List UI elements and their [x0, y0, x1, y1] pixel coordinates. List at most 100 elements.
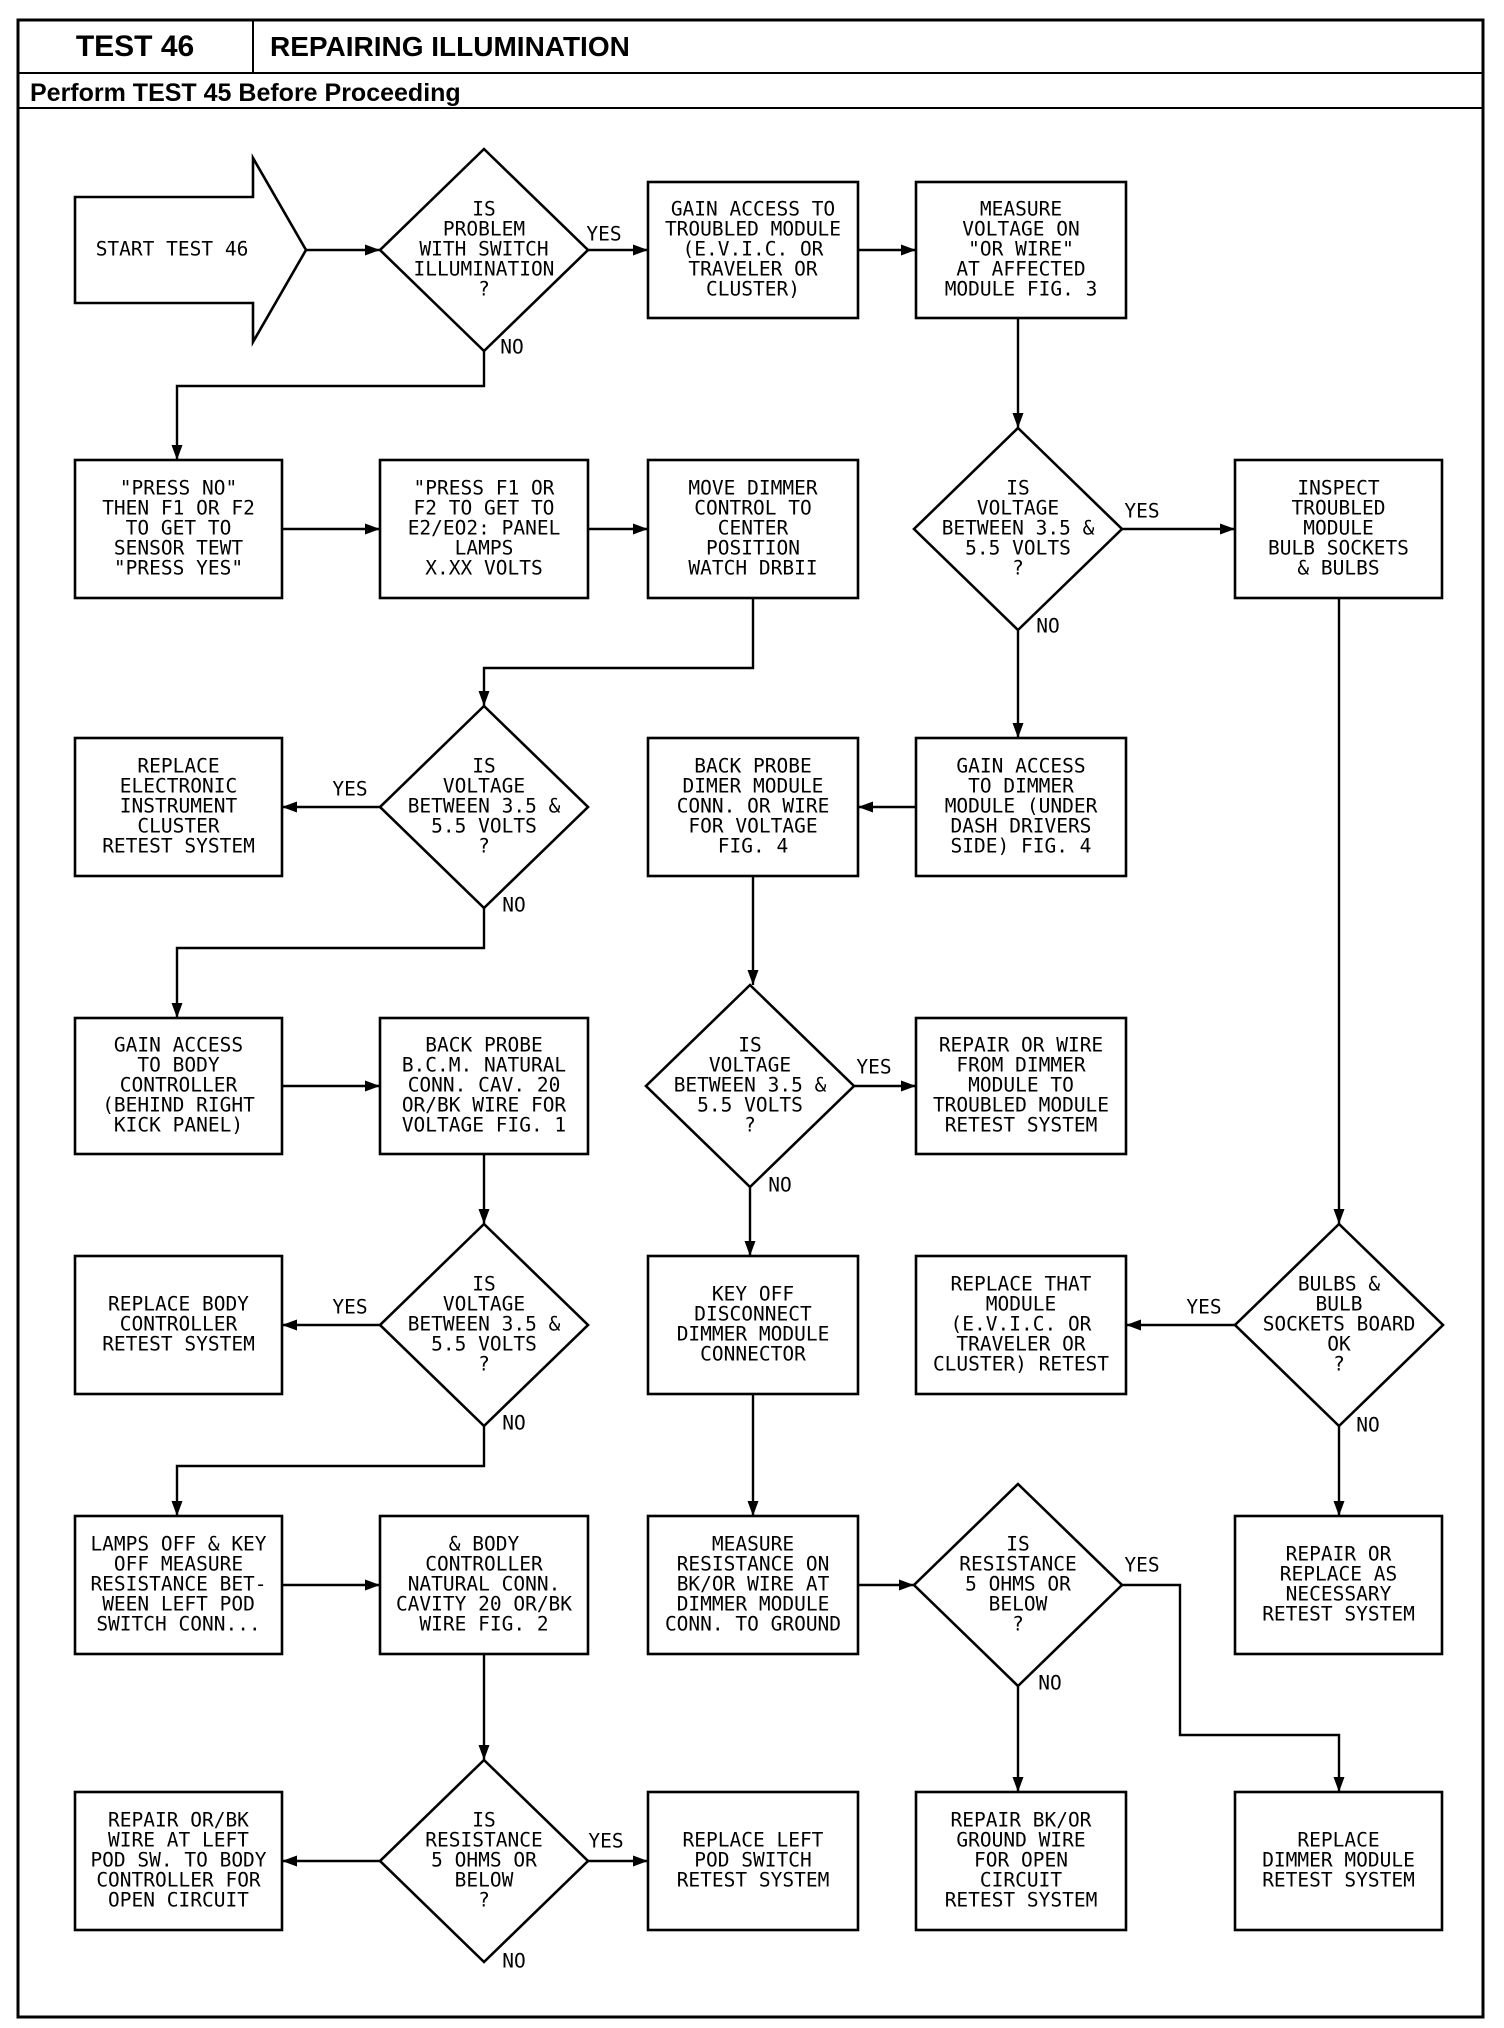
replace-body-text-line: RETEST SYSTEM: [102, 1333, 255, 1356]
q-res-pod-text-line: BELOW: [455, 1869, 514, 1892]
gain-access-body-text-line: GAIN ACCESS: [114, 1034, 243, 1057]
gain-access-dimmer-text-line: DASH DRIVERS: [951, 815, 1092, 838]
back-probe-bcm-text-line: CONN. CAV. 20: [408, 1074, 561, 1097]
q-res-dimmer-text-line: IS: [1006, 1533, 1029, 1556]
q-volt-drb-text-line: IS: [472, 755, 495, 778]
replace-pod-text-line: RETEST SYSTEM: [677, 1869, 830, 1892]
connector-line: [175, 1426, 486, 1516]
gain-access-module-text-line: (E.V.I.C. OR: [683, 238, 824, 261]
key-off-text-line: KEY OFF: [712, 1283, 794, 1306]
q-volt-drb-diamond: [378, 704, 590, 910]
repair-orbk-text-line: WIRE AT LEFT: [108, 1829, 249, 1852]
arrowhead: [1012, 413, 1024, 428]
press-no-text-line: "PRESS YES": [114, 557, 243, 580]
repair-bk-gnd-text-line: FOR OPEN: [974, 1849, 1068, 1872]
repair-replace-text-line: RETEST SYSTEM: [1262, 1603, 1415, 1626]
outer-frame: [16, 18, 1485, 2019]
arrowhead: [901, 1080, 916, 1092]
q-volt-bcm-text-line: BETWEEN 3.5 &: [408, 1313, 561, 1336]
arrowhead: [365, 244, 380, 256]
inspect-bulbs-text-line: & BULBS: [1297, 557, 1379, 580]
repair-replace-text-line: NECESSARY: [1286, 1583, 1392, 1606]
q-res-pod-text-line: ?: [478, 1889, 490, 1912]
arrowhead: [1333, 1777, 1345, 1792]
no-label: NO: [1356, 1414, 1379, 1437]
q-volt-module-text-line: IS: [1006, 477, 1029, 500]
repair-replace-text-line: REPAIR OR: [1286, 1543, 1392, 1566]
q-res-dimmer-text-line: 5 OHMS OR: [965, 1573, 1071, 1596]
measure-res-text-line: CONN. TO GROUND: [665, 1613, 841, 1636]
no-label: NO: [1038, 1672, 1061, 1695]
q-res-dimmer-text-line: ?: [1012, 1613, 1024, 1636]
repair-orbk-text-line: CONTROLLER FOR: [96, 1869, 261, 1892]
yes-label: YES: [588, 1830, 623, 1853]
back-probe-bcm-text-line: OR/BK WIRE FOR: [402, 1094, 567, 1117]
gain-access-dimmer-text-line: TO DIMMER: [968, 775, 1074, 798]
q-bulbs-diamond: [1233, 1222, 1445, 1428]
arrowhead: [171, 1003, 183, 1018]
repair-or-wire-text-line: REPAIR OR WIRE: [939, 1034, 1103, 1057]
repair-replace-box: [1233, 1514, 1444, 1656]
connector-line: [175, 351, 486, 460]
arrowhead: [365, 1080, 380, 1092]
q-volt-drb-text-line: 5.5 VOLTS: [431, 815, 537, 838]
body-cavity-text-line: NATURAL CONN.: [408, 1573, 561, 1596]
q-volt-drb-text-line: VOLTAGE: [443, 775, 525, 798]
replace-cluster-text-line: RETEST SYSTEM: [102, 835, 255, 858]
start-text-line: START TEST 46: [96, 238, 249, 261]
body-cavity-text-line: CONTROLLER: [425, 1553, 543, 1576]
key-off-text-line: DIMMER MODULE: [677, 1323, 830, 1346]
q-res-pod-diamond: [378, 1758, 590, 1964]
repair-orbk-box: [73, 1790, 284, 1932]
press-f1-text-line: "PRESS F1 OR: [414, 477, 555, 500]
q-volt-module-text-line: ?: [1012, 557, 1024, 580]
arrowhead: [633, 523, 648, 535]
repair-bk-gnd-text-line: REPAIR BK/OR: [951, 1809, 1092, 1832]
q-res-pod-text-line: RESISTANCE: [425, 1829, 542, 1852]
move-dimmer-text-line: CENTER: [718, 517, 789, 540]
back-probe-dimmer-text-line: CONN. OR WIRE: [677, 795, 830, 818]
arrowhead: [171, 1501, 183, 1516]
replace-module-text-line: (E.V.I.C. OR: [951, 1313, 1092, 1336]
replace-dimmer-text-line: REPLACE: [1297, 1829, 1379, 1852]
q-switch-diamond: [378, 147, 590, 353]
replace-dimmer-text-line: DIMMER MODULE: [1262, 1849, 1415, 1872]
back-probe-dimmer-text-line: BACK PROBE: [694, 755, 811, 778]
arrowhead: [478, 1209, 490, 1224]
press-no-text-line: "PRESS NO": [120, 477, 237, 500]
key-off-box: [646, 1254, 860, 1396]
repair-orbk-text-line: OPEN CIRCUIT: [108, 1889, 249, 1912]
arrowhead: [282, 1319, 297, 1331]
lamps-off-text-line: OFF MEASURE: [114, 1553, 243, 1576]
arrowhead: [1333, 1501, 1345, 1516]
gain-access-body-text-line: CONTROLLER: [120, 1074, 238, 1097]
press-no-text-line: SENSOR TEWT: [114, 537, 243, 560]
press-f1-text-line: E2/EO2: PANEL: [408, 517, 561, 540]
arrowhead: [633, 244, 648, 256]
move-dimmer-text-line: MOVE DIMMER: [688, 477, 817, 500]
repair-bk-gnd-text-line: RETEST SYSTEM: [945, 1889, 1098, 1912]
back-probe-bcm-text-line: BACK PROBE: [425, 1034, 542, 1057]
q-volt-dimmer-diamond: [644, 983, 856, 1189]
measure-or-wire-text-line: MODULE FIG. 3: [945, 278, 1098, 301]
arrowhead: [282, 1855, 297, 1867]
arrowhead: [1333, 1209, 1345, 1224]
q-res-dimmer-diamond: [912, 1482, 1124, 1688]
inspect-bulbs-text-line: BULB SOCKETS: [1268, 537, 1409, 560]
body-cavity-text-line: WIRE FIG. 2: [419, 1613, 548, 1636]
replace-pod-box: [646, 1790, 860, 1932]
press-f1-text-line: F2 TO GET TO: [414, 497, 555, 520]
replace-module-box: [914, 1254, 1128, 1396]
replace-cluster-text-line: CLUSTER: [137, 815, 219, 838]
move-dimmer-text-line: POSITION: [706, 537, 800, 560]
no-label: NO: [500, 336, 523, 359]
q-volt-module-text-line: VOLTAGE: [977, 497, 1059, 520]
q-bulbs-text-line: BULBS &: [1298, 1273, 1380, 1296]
connector-line: [1122, 1583, 1341, 1792]
lamps-off-text-line: RESISTANCE BET-: [90, 1573, 266, 1596]
back-probe-bcm-text-line: VOLTAGE FIG. 1: [402, 1114, 566, 1137]
arrowhead: [282, 801, 297, 813]
no-label: NO: [502, 1412, 525, 1435]
q-volt-drb-text-line: BETWEEN 3.5 &: [408, 795, 561, 818]
body-cavity-text-line: CAVITY 20 OR/BK: [396, 1593, 572, 1616]
